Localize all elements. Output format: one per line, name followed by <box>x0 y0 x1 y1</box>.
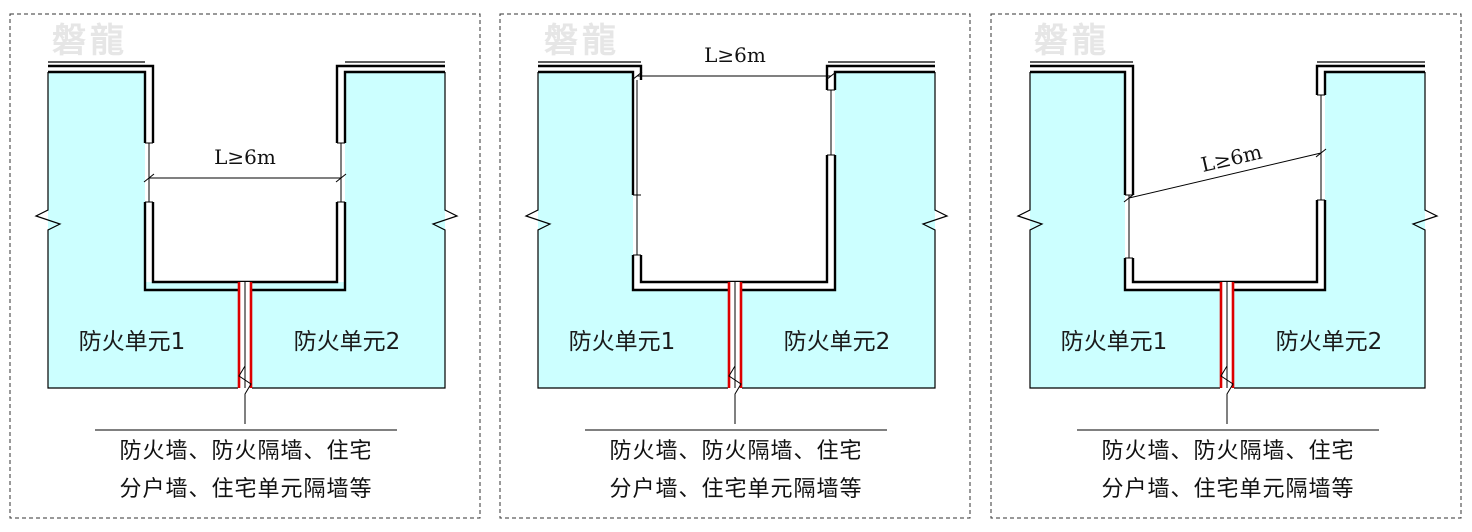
panel-2-firewall <box>727 282 743 424</box>
panel-3-watermark: 磐龍 <box>1034 21 1110 61</box>
panel-3-note-line2: 分户墙、住宅单元隔墙等 <box>1101 477 1354 502</box>
panel-1-frame <box>9 13 481 519</box>
panel-1-firewall <box>237 282 253 424</box>
panel-3-window-openings <box>1125 94 1325 259</box>
panel-3-firewall <box>1219 282 1235 424</box>
panel-2-dimension-label: L≥6m <box>704 43 766 67</box>
panel-2-note-line2: 分户墙、住宅单元隔墙等 <box>609 477 862 502</box>
panel-1-unit1-label: 防火单元1 <box>79 329 186 355</box>
panel-3-frame <box>990 13 1462 519</box>
panel-2-frame <box>499 13 971 519</box>
panel-1-window-openings <box>145 142 345 203</box>
panel-2-watermark: 磐龍 <box>544 21 620 61</box>
panel-2: 磐龍 <box>499 13 971 519</box>
panel-3-outer-boundary <box>1016 61 1439 389</box>
panel-2-window-openings <box>633 80 835 256</box>
panel-1-watermark: 磐龍 <box>52 21 128 61</box>
panel-3: 磐龍 <box>990 13 1462 519</box>
panel-3-note-line1: 防火墙、防火隔墙、住宅 <box>1101 439 1354 464</box>
panel-3-dimension: L≥6m <box>1123 140 1327 203</box>
panel-3-compartment-area <box>1030 72 1425 388</box>
panel-3-unit2-label: 防火单元2 <box>1276 329 1383 355</box>
panel-1-dimension-label: L≥6m <box>214 145 276 169</box>
panel-3-dimension-label: L≥6m <box>1199 140 1265 177</box>
panel-2-note-line1: 防火墙、防火隔墙、住宅 <box>609 439 862 464</box>
panel-1-note-line2: 分户墙、住宅单元隔墙等 <box>119 477 372 502</box>
panel-2-unit1-label: 防火单元1 <box>569 329 676 355</box>
panel-1-dimension: L≥6m <box>143 145 347 183</box>
panel-2-compartment-area <box>538 72 935 388</box>
panel-1-compartment-area <box>48 72 445 388</box>
panel-1-note-line1: 防火墙、防火隔墙、住宅 <box>119 439 372 464</box>
panel-2-dimension: L≥6m <box>631 43 837 81</box>
panel-1: 磐龍 <box>9 13 481 519</box>
panel-1-outer-boundary <box>34 61 459 389</box>
panel-3-unit1-label: 防火单元1 <box>1061 329 1168 355</box>
panel-2-unit2-label: 防火单元2 <box>784 329 891 355</box>
panel-2-outer-boundary <box>524 61 949 389</box>
panel-1-unit2-label: 防火单元2 <box>294 329 401 355</box>
